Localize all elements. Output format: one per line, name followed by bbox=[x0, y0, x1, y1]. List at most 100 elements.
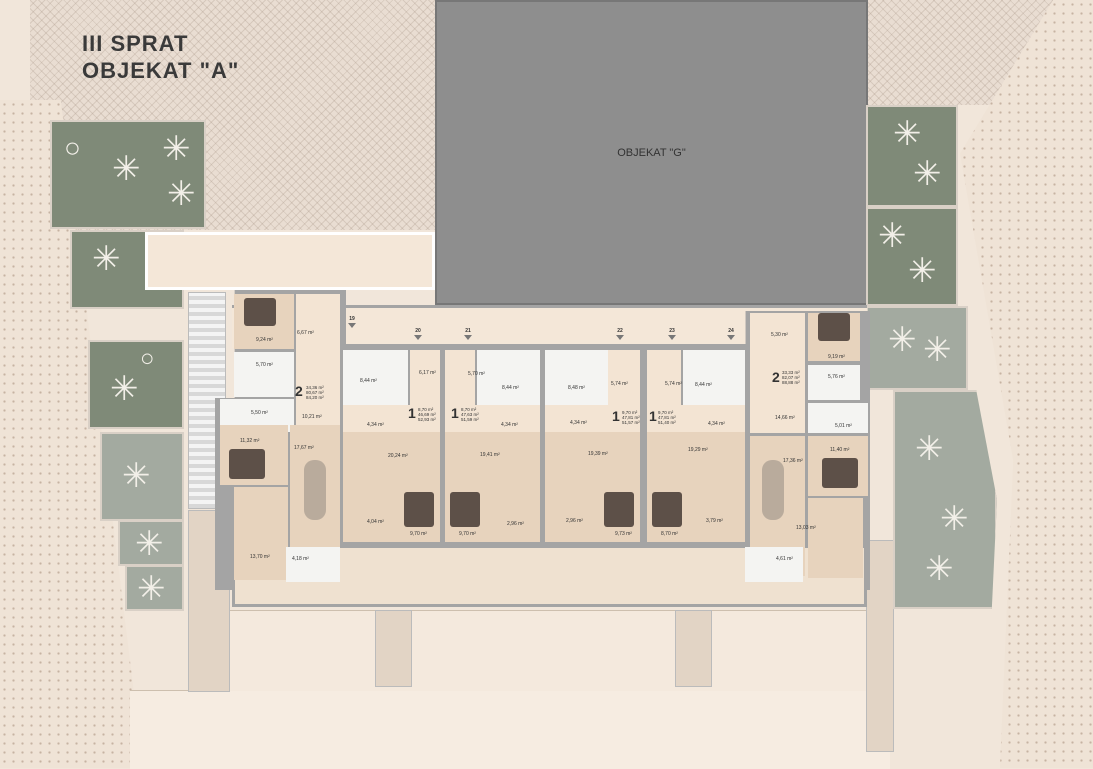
floor-title-line2: OBJEKAT "A" bbox=[82, 58, 240, 83]
entrance-marker-21: 21 bbox=[462, 328, 474, 340]
garden-plot: ✳✳✳ bbox=[893, 390, 997, 609]
garden-plot: ✳ bbox=[100, 432, 184, 521]
garden-plot: ✳○ bbox=[88, 340, 184, 429]
room-area: 4,34 m² bbox=[501, 422, 518, 428]
room-area: 5,74 m² bbox=[665, 381, 682, 387]
room-area: 6,17 m² bbox=[419, 370, 436, 376]
building-g-label: OBJEKAT "G" bbox=[617, 147, 686, 159]
room-area: 19,39 m² bbox=[588, 451, 608, 457]
entrance-marker-22: 22 bbox=[614, 328, 626, 340]
room-area: 4,61 m² bbox=[776, 556, 793, 562]
kitchen bbox=[445, 405, 540, 432]
entrance-marker-19: 19 bbox=[346, 316, 358, 328]
area-value: 80,67 m² bbox=[306, 390, 324, 395]
room-area: 19,29 m² bbox=[688, 447, 708, 453]
entrance-marker-24: 24 bbox=[725, 328, 737, 340]
room-area: 2,96 m² bbox=[566, 518, 583, 524]
room-area: 14,66 m² bbox=[775, 415, 795, 421]
room-area: 17,36 m² bbox=[783, 458, 803, 464]
bathroom bbox=[234, 352, 294, 397]
bed-icon bbox=[450, 492, 480, 527]
room-area: 13,03 m² bbox=[796, 525, 816, 531]
lower-terrace bbox=[230, 610, 890, 691]
loggia bbox=[745, 547, 803, 582]
bed-icon bbox=[818, 313, 850, 341]
apartment-rooms: 2 bbox=[295, 383, 303, 399]
bed-icon bbox=[244, 298, 276, 326]
area-value: 9,70 m² bbox=[622, 410, 638, 415]
bathroom bbox=[808, 403, 868, 433]
bathroom bbox=[683, 350, 745, 405]
bathroom bbox=[477, 350, 540, 405]
apartment-rooms: 1 bbox=[649, 408, 657, 424]
bed-icon bbox=[404, 492, 434, 527]
garden-plot: ✳✳ bbox=[866, 105, 958, 207]
room-area: 8,44 m² bbox=[360, 378, 377, 384]
room-area: 6,67 m² bbox=[297, 330, 314, 336]
room-area: 10,21 m² bbox=[302, 414, 322, 420]
bathroom bbox=[808, 365, 860, 400]
area-value: 8,70 m² bbox=[461, 407, 477, 412]
floor-title: III SPRAT OBJEKAT "A" bbox=[82, 30, 239, 84]
bed-icon bbox=[229, 449, 265, 479]
dining-table-icon bbox=[304, 460, 326, 520]
area-value: 33,33 m² bbox=[782, 370, 800, 375]
room-area: 5,70 m² bbox=[256, 362, 273, 368]
area-value: 84,20 m² bbox=[306, 395, 324, 400]
entrance-marker-23: 23 bbox=[666, 328, 678, 340]
room-area: 4,34 m² bbox=[570, 420, 587, 426]
apartment-rooms: 1 bbox=[612, 408, 620, 424]
room-area: 8,70 m² bbox=[661, 531, 678, 537]
hallway bbox=[296, 294, 340, 434]
room-area: 3,79 m² bbox=[706, 518, 723, 524]
building-g: OBJEKAT "G" bbox=[435, 0, 868, 305]
living-room bbox=[234, 487, 288, 580]
garden-plot: ✳✳ bbox=[866, 306, 968, 390]
room-area: 19,41 m² bbox=[480, 452, 500, 458]
bathroom bbox=[545, 350, 608, 405]
apartment-rooms: 2 bbox=[772, 369, 780, 385]
area-value: 82,07 m² bbox=[782, 375, 800, 380]
area-value: 88,88 m² bbox=[782, 380, 800, 385]
room-area: 5,74 m² bbox=[611, 381, 628, 387]
room-area: 9,70 m² bbox=[410, 531, 427, 537]
area-value: 47,81 m² bbox=[658, 415, 676, 420]
garden-plot: ✳ bbox=[125, 565, 184, 611]
dining-table-icon bbox=[762, 460, 784, 520]
garden-plot: ✳✳ bbox=[866, 207, 958, 306]
area-value: 51,57 m² bbox=[622, 420, 640, 425]
room-area: 5,30 m² bbox=[771, 332, 788, 338]
room-area: 9,73 m² bbox=[615, 531, 632, 537]
lower-road bbox=[130, 690, 890, 769]
room-area: 5,50 m² bbox=[251, 410, 268, 416]
area-value: 9,70 m² bbox=[658, 410, 674, 415]
area-value: 47,63 m² bbox=[461, 412, 479, 417]
area-value: 52,93 m² bbox=[418, 417, 436, 422]
area-value: 34,36 m² bbox=[306, 385, 324, 390]
site-dotted-right bbox=[960, 0, 1093, 768]
right-walkway bbox=[866, 540, 894, 752]
loggia bbox=[286, 547, 340, 582]
room-area: 8,44 m² bbox=[502, 385, 519, 391]
bed-icon bbox=[652, 492, 682, 527]
room-area: 8,44 m² bbox=[695, 382, 712, 388]
room-area: 4,34 m² bbox=[708, 421, 725, 427]
area-value: 8,70 m² bbox=[418, 407, 434, 412]
entrance-marker-20: 20 bbox=[412, 328, 424, 340]
room-area: 4,34 m² bbox=[367, 422, 384, 428]
kitchen bbox=[343, 405, 440, 432]
room-area: 8,48 m² bbox=[568, 385, 585, 391]
room-area: 5,70 m² bbox=[468, 371, 485, 377]
garden-plot: ✳ bbox=[118, 520, 184, 566]
room-area: 9,70 m² bbox=[459, 531, 476, 537]
hallway bbox=[750, 313, 805, 433]
room-area: 20,24 m² bbox=[388, 453, 408, 459]
living-room bbox=[808, 498, 863, 578]
upper-corridor bbox=[145, 232, 435, 290]
